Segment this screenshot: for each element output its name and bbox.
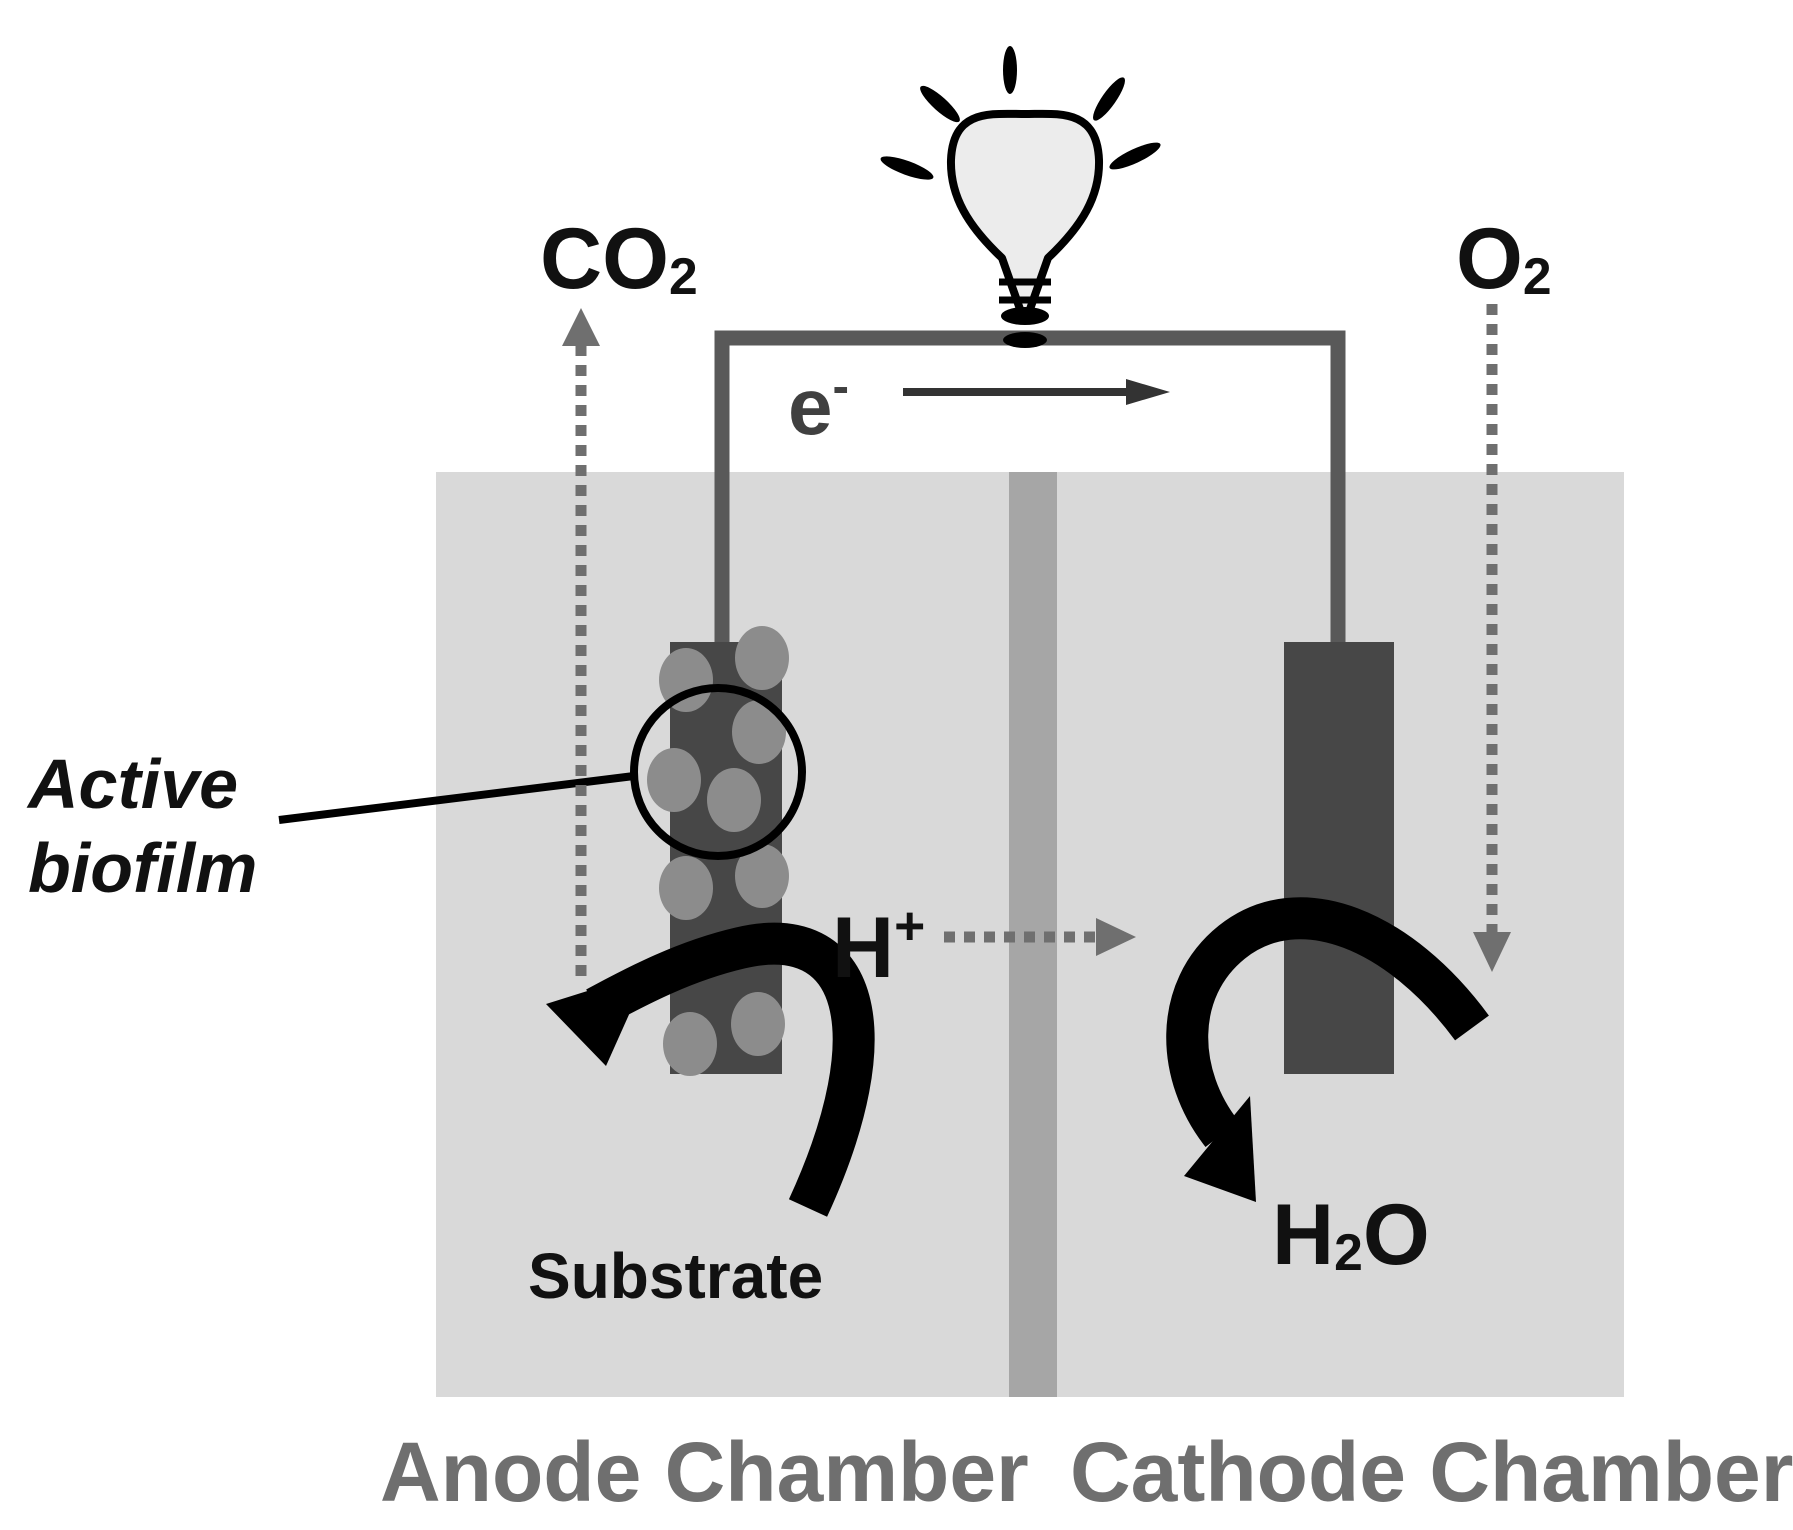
water-label-tail: O <box>1362 1187 1430 1283</box>
active-biofilm-line-1: Active <box>28 745 239 823</box>
cathode-electrode <box>1284 642 1394 1074</box>
water-flow-arrow <box>1166 897 1489 1202</box>
water-label: H2O <box>1272 1192 1430 1279</box>
anode-chamber-label: Anode Chamber <box>380 1425 1029 1519</box>
biofilm-highlight-circle <box>630 684 806 860</box>
proton-arrow-head <box>1096 918 1136 956</box>
biofilm-cell <box>647 748 701 812</box>
water-label-base: H <box>1272 1187 1335 1283</box>
biofilm-cell <box>659 856 713 920</box>
electron-flow-arrow <box>903 379 1170 405</box>
electron-label-base: e <box>788 361 833 451</box>
biofilm-cell <box>732 700 786 764</box>
biofilm-cell <box>735 626 789 690</box>
active-biofilm-label: Active biofilm <box>28 742 257 910</box>
biofilm-callout-line <box>278 772 635 824</box>
proton-label: H+ <box>832 900 925 991</box>
co2-label: CO2 <box>540 216 698 303</box>
bulb-rays <box>880 46 1161 180</box>
o2-label: O2 <box>1456 216 1552 303</box>
cathode-chamber-label: Cathode Chamber <box>1070 1425 1793 1519</box>
active-biofilm-line-2: biofilm <box>28 829 258 907</box>
water-label-subscript: 2 <box>1334 1223 1363 1282</box>
co2-label-subscript: 2 <box>669 247 698 306</box>
o2-label-subscript: 2 <box>1522 247 1552 306</box>
proton-label-base: H <box>832 900 895 997</box>
biofilm-cell <box>659 648 713 712</box>
electron-label: e- <box>788 361 849 447</box>
o2-arrow-head <box>1473 932 1511 972</box>
biofilm-cell <box>663 1012 717 1076</box>
biofilm-cell <box>731 992 785 1056</box>
electron-label-superscript: - <box>832 358 850 414</box>
biofilm-cells <box>647 626 789 1076</box>
biofilm-cell <box>707 768 761 832</box>
substrate-flow-arrow <box>546 922 875 1217</box>
biofilm-cell <box>735 844 789 908</box>
proton-label-superscript: + <box>894 897 926 956</box>
o2-label-base: O <box>1456 211 1523 307</box>
light-bulb-icon <box>880 46 1161 348</box>
co2-label-base: CO <box>540 211 669 307</box>
substrate-label: Substrate <box>528 1240 824 1312</box>
co2-arrow-head <box>562 308 600 346</box>
